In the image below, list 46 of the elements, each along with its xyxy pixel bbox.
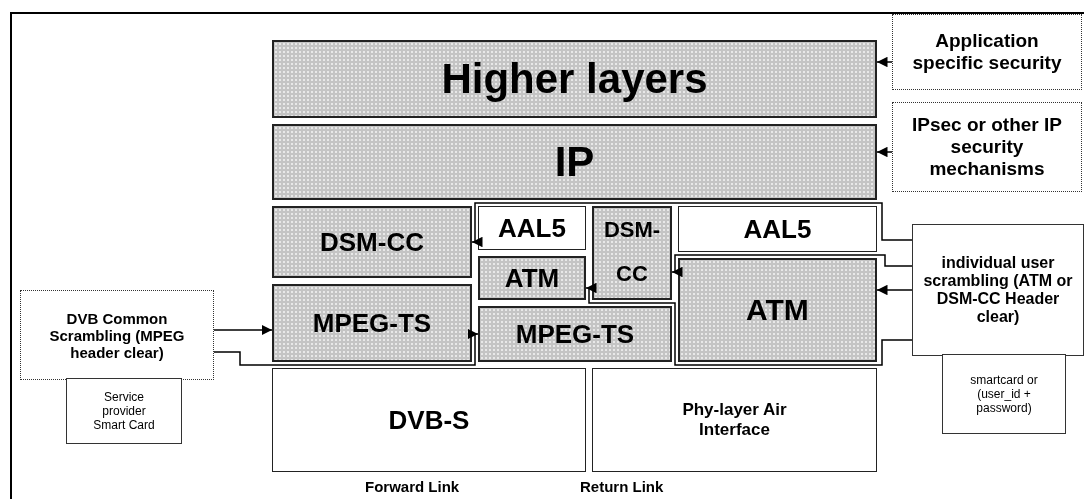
note-text: smartcard or (user_id + password) xyxy=(969,373,1039,415)
note-text: IPsec or other IP security mechanisms xyxy=(911,114,1063,180)
note-box xyxy=(912,224,1084,356)
note-box xyxy=(66,378,182,444)
layer-name: ATM xyxy=(504,262,560,294)
layer-name: AAL5 xyxy=(498,212,566,244)
arrow xyxy=(213,324,273,336)
note-box xyxy=(942,354,1066,434)
layer-name: Higher layers xyxy=(441,55,708,103)
note-box xyxy=(892,102,1082,192)
protocol-layer-box xyxy=(272,368,586,472)
note-text: individual user scrambling (ATM or DSM-CC Header clear) xyxy=(922,254,1074,326)
arrow xyxy=(876,146,893,158)
layer-name: DVB-S xyxy=(388,404,470,436)
arrow xyxy=(471,202,913,248)
layer-name: IP xyxy=(554,138,595,186)
note-text: Application specific security xyxy=(911,30,1063,74)
note-text: DVB Common Scrambling (MPEG header clear) xyxy=(48,309,186,361)
protocol-layer-box xyxy=(272,206,472,278)
link-caption: Forward Link xyxy=(365,478,460,495)
note-box xyxy=(20,290,214,380)
layer-name: MPEG-TS xyxy=(515,318,635,350)
protocol-layer-box xyxy=(272,124,877,200)
arrow xyxy=(876,56,893,68)
protocol-layer-box xyxy=(592,206,672,300)
protocol-layer-box xyxy=(678,206,877,252)
layer-name: ATM xyxy=(746,293,809,327)
layer-name: DSM-CC xyxy=(320,226,424,258)
note-text: Service provider Smart Card xyxy=(92,390,156,432)
arrow xyxy=(671,254,913,278)
protocol-layer-box xyxy=(272,40,877,118)
layer-name: Phy-layer Air Interface xyxy=(681,400,788,440)
arrow xyxy=(585,282,913,366)
note-box xyxy=(892,14,1082,90)
layer-name: AAL5 xyxy=(743,213,812,245)
protocol-layer-box xyxy=(272,284,472,362)
layer-name: DSM-CC xyxy=(602,216,662,288)
protocol-layer-box xyxy=(678,258,877,362)
protocol-layer-box xyxy=(592,368,877,472)
arrow xyxy=(213,328,479,366)
protocol-layer-box xyxy=(478,306,672,362)
protocol-layer-box xyxy=(478,256,586,300)
layer-name: MPEG-TS xyxy=(312,307,432,339)
link-caption: Return Link xyxy=(580,478,664,495)
protocol-layer-box xyxy=(478,206,586,250)
arrow xyxy=(876,284,913,296)
